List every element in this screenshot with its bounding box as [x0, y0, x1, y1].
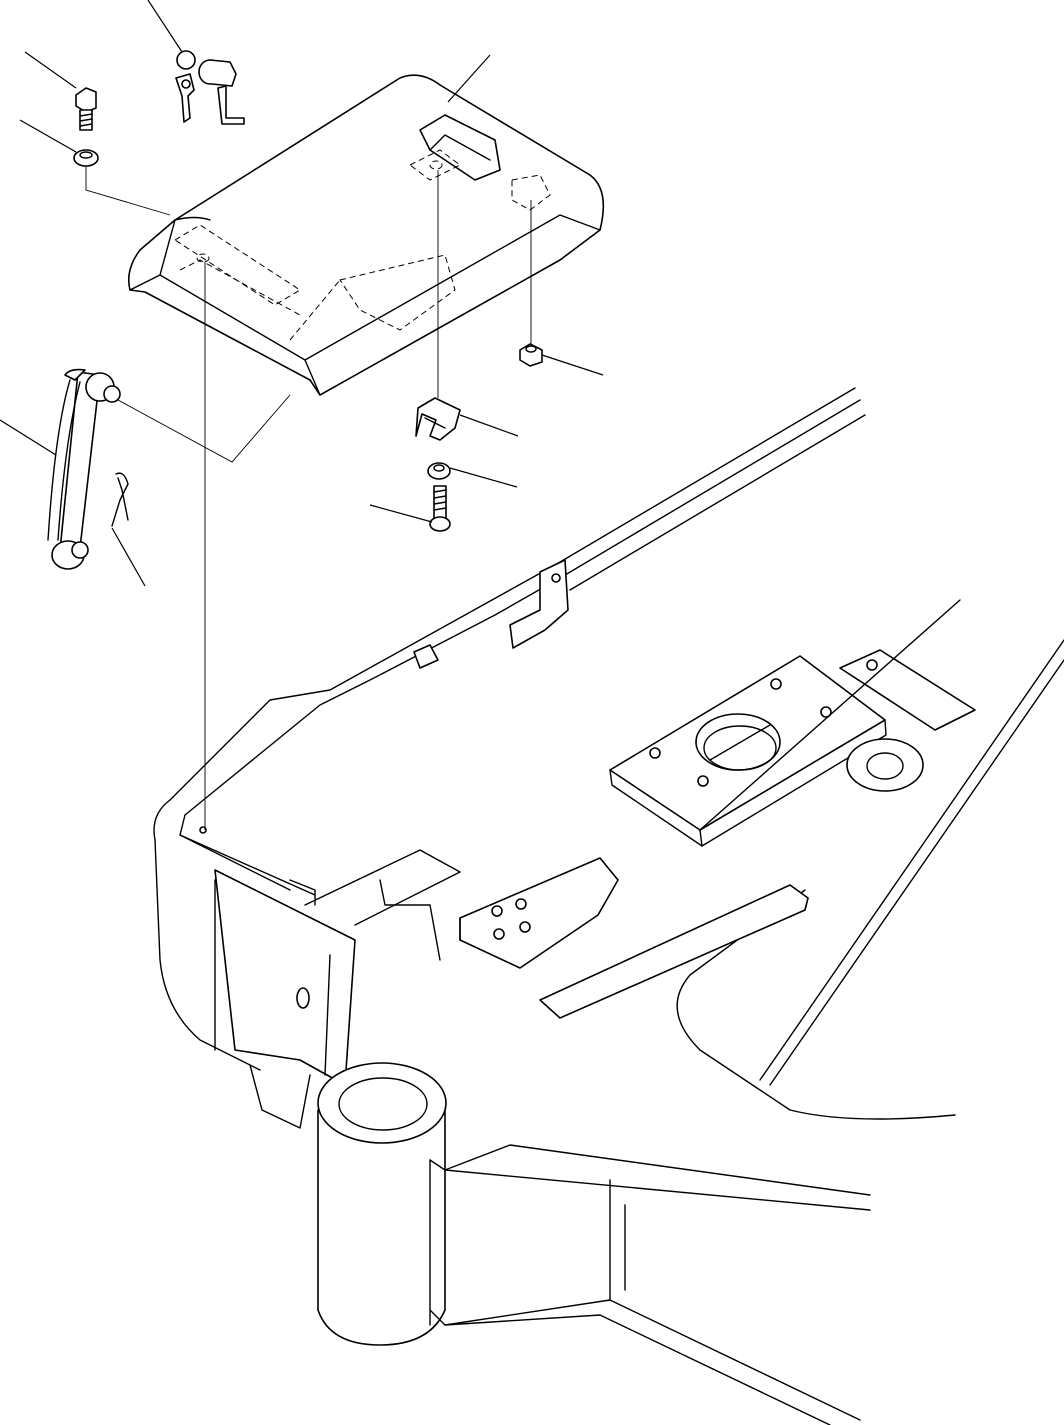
cover	[129, 75, 604, 395]
leader-washer-lower	[450, 468, 517, 487]
screw	[430, 486, 450, 531]
leader-bolt	[25, 52, 76, 88]
stay-rod	[48, 370, 120, 569]
assembly-lines	[86, 166, 531, 830]
leader-cotter	[112, 528, 145, 586]
leader-lines	[0, 0, 603, 586]
clip	[416, 398, 460, 440]
leader-washer	[20, 120, 76, 152]
washer-lower	[428, 463, 450, 479]
cotter-pin	[112, 473, 128, 526]
washer	[74, 150, 98, 166]
leader-clip	[460, 415, 518, 436]
leader-screw	[370, 505, 432, 522]
leader-cover	[448, 55, 490, 102]
frame	[154, 388, 1064, 1425]
lock-with-keys	[176, 51, 244, 124]
leader-lock	[148, 0, 182, 52]
leader-cushion	[542, 355, 603, 375]
leader-stay	[0, 420, 56, 455]
bolt	[76, 88, 96, 130]
rubber-cushion	[520, 344, 542, 366]
